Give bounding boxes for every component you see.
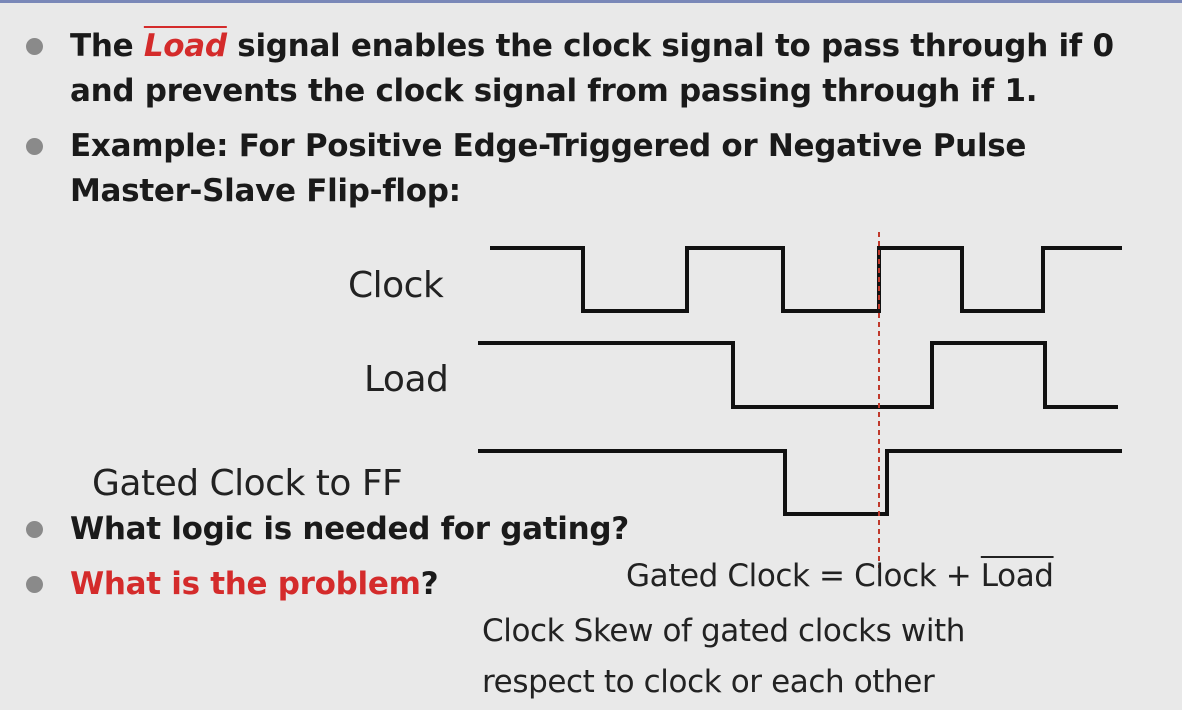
bullet-dot [26,576,43,593]
clock-waveform [490,246,1122,313]
bullet-text: The [70,28,144,64]
gated-clock-waveform [478,449,1122,516]
bullet-problem-question: What is the problem? [70,562,439,607]
bullet-example-line2: Master-Slave Flip-flop: [70,173,461,209]
clock-label: Clock [348,265,444,306]
bullet-text: signal enables the clock signal to pass … [226,28,1114,64]
bullet-example-line1: Example: For Positive Edge-Triggered or … [70,128,1027,164]
answer-line2: respect to clock or each other [482,664,935,700]
load-label: Load [364,359,449,400]
bullet-dot [26,521,43,538]
problem-question-mark: ? [420,566,439,602]
bullet-gating-question: What logic is needed for gating? [70,511,629,547]
problem-question-highlight: What is the problem [70,566,421,602]
load-waveform [478,341,1118,409]
bullet-load-signal-line2: and prevents the clock signal from passi… [70,73,1038,109]
top-rule [0,0,1182,3]
equation-lhs: Gated Clock = Clock + [626,558,981,594]
gated-clock-label: Gated Clock to FF [92,463,403,504]
bullet-dot [26,138,43,155]
load-signal-word: Load [143,28,227,64]
equation-load-bar: Load [980,558,1054,594]
gated-clock-equation: Gated Clock = Clock + Load [626,558,1054,594]
answer-line1: Clock Skew of gated clocks with [482,613,966,649]
bullet-dot [26,38,43,55]
bullet-load-signal-line1: The Load signal enables the clock signal… [70,24,1114,69]
